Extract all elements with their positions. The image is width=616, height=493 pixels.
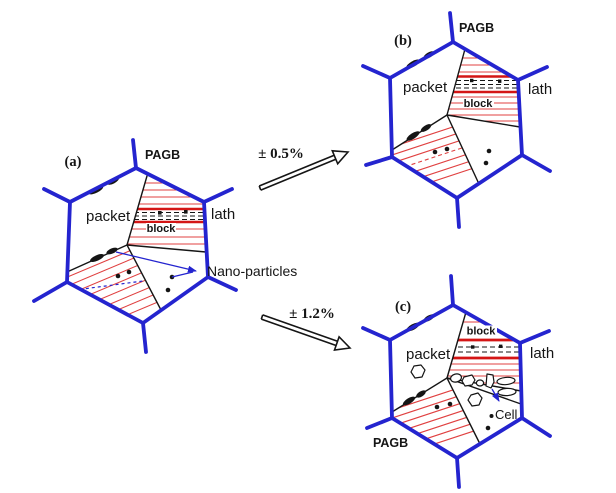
nano-particle-dots-b bbox=[432, 146, 492, 166]
transition-arrow-to-c: ± 1.2% bbox=[260, 306, 352, 351]
block-label-backing-c bbox=[465, 325, 497, 336]
cell-annotation-arrow bbox=[491, 388, 500, 402]
strain-label-to-c: ± 1.2% bbox=[289, 306, 335, 322]
lath-lines-b bbox=[447, 57, 520, 122]
panel-tag-a: (a) bbox=[65, 154, 82, 170]
packet-label-c: packet bbox=[406, 346, 451, 363]
band-particles-c bbox=[471, 344, 503, 349]
open-arrowhead-to-c bbox=[333, 335, 352, 351]
band-particles-b bbox=[470, 78, 502, 83]
pagb-label-b: PAGB bbox=[459, 21, 494, 35]
block-label-a: block bbox=[147, 223, 177, 235]
boundary-precipitates-b bbox=[406, 51, 435, 141]
packet-label-a: packet bbox=[86, 208, 131, 225]
block-label-b: block bbox=[464, 98, 494, 110]
pagb-label-c: PAGB bbox=[373, 436, 408, 450]
nano-particles-label: Nano-particles bbox=[207, 263, 297, 279]
cell-structures-c bbox=[410, 364, 517, 407]
lath-label-b: lath bbox=[528, 81, 552, 98]
nano-particle-dots-a bbox=[115, 269, 175, 293]
pagb-network-b bbox=[361, 11, 552, 229]
lath-label-a: lath bbox=[211, 206, 235, 223]
panel-c: (c) block packet lath Cell PAGB bbox=[361, 274, 554, 489]
nano-particle-dots-c bbox=[434, 401, 494, 431]
strain-label-to-b: ± 0.5% bbox=[258, 146, 304, 162]
lath-label-c: lath bbox=[530, 345, 554, 362]
dislocation-band-c bbox=[450, 346, 521, 353]
block-label-c: block bbox=[467, 326, 497, 338]
pagb-network-c bbox=[361, 274, 552, 489]
cell-label-c: Cell bbox=[495, 407, 518, 422]
packet-label-b: packet bbox=[403, 79, 448, 96]
block-label-backing-a bbox=[146, 223, 176, 234]
band-particles-a bbox=[158, 210, 188, 215]
open-arrowhead-to-b bbox=[331, 149, 350, 166]
nano-particle-arrows-a bbox=[115, 251, 197, 278]
transition-arrow-to-b: ± 0.5% bbox=[258, 146, 350, 191]
panel-tag-b: (b) bbox=[394, 33, 412, 49]
dislocation-band-b bbox=[448, 79, 520, 89]
pagb-label-a: PAGB bbox=[145, 148, 180, 162]
block-label-backing-b bbox=[463, 98, 494, 109]
pagb-network-a bbox=[32, 138, 238, 354]
dislocation-band-a bbox=[127, 211, 206, 221]
panel-tag-c: (c) bbox=[395, 299, 411, 315]
panel-b: (b) PAGB packet lath block bbox=[361, 11, 552, 229]
panel-a: (a) PAGB packet lath block Nano-particle… bbox=[32, 138, 297, 354]
packet-boundaries-a bbox=[66, 175, 207, 311]
packet-boundaries-b bbox=[391, 48, 521, 185]
